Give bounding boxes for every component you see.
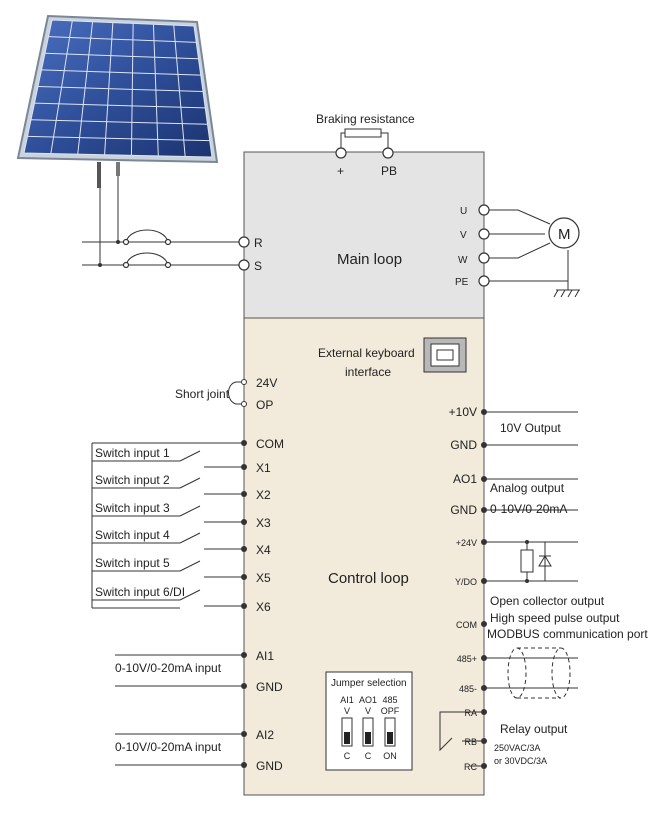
right-terminal-label: GND xyxy=(450,503,477,517)
analog-input-2-label: 0-10V/0-20mA input xyxy=(115,740,222,754)
jumper-title: Jumper selection xyxy=(331,678,407,689)
terminal-v xyxy=(478,228,490,240)
analog-input-1-label: 0-10V/0-20mA input xyxy=(115,661,222,675)
keyboard-label-line1: External keyboard xyxy=(318,346,415,360)
right-terminal-label: Y/DO xyxy=(455,577,477,587)
analog-output-label: Analog output xyxy=(490,481,565,495)
jumper-col-label: AI1 xyxy=(340,695,354,705)
left-terminal-label: OP xyxy=(256,398,273,412)
switch-input-label: Switch input 5 xyxy=(95,556,170,570)
left-terminal-label: GND xyxy=(256,759,283,773)
left-terminal-label: 24V xyxy=(256,376,277,390)
terminal-u xyxy=(478,204,490,216)
terminal-plus xyxy=(335,147,347,159)
terminal-r xyxy=(238,236,250,248)
braking-resistance-label: Braking resistance xyxy=(316,112,415,126)
terminal-r-label: R xyxy=(254,236,263,250)
modbus-label: MODBUS communication port xyxy=(487,627,648,641)
analog-output-range: 0-10V/0-20mA xyxy=(490,502,567,516)
open-collector-label: Open collector output xyxy=(490,594,605,608)
switch-input-label: Switch input 3 xyxy=(95,501,170,515)
left-terminal-dot xyxy=(241,652,247,658)
terminal-w xyxy=(478,252,490,264)
switch-input-label: Switch input 2 xyxy=(95,473,170,487)
left-terminal-dot xyxy=(241,464,247,470)
solar-panel-icon xyxy=(16,14,219,188)
left-terminal-label: X3 xyxy=(256,516,271,530)
right-terminal-label: +10V xyxy=(449,405,477,419)
left-terminal-dot xyxy=(241,519,247,525)
terminal-w-label: W xyxy=(458,255,468,266)
right-terminal-label: 485+ xyxy=(457,654,477,664)
left-terminal-label: GND xyxy=(256,680,283,694)
right-terminal-label: RA xyxy=(464,708,477,718)
left-terminal-dot xyxy=(241,574,247,580)
left-terminal-label: X4 xyxy=(256,543,271,557)
right-terminal-label: COM xyxy=(456,620,477,630)
ground-icon xyxy=(553,281,580,298)
keyboard-port-icon xyxy=(423,337,467,373)
relay-rating-1: 250VAC/3A xyxy=(494,743,540,753)
left-terminal-dot xyxy=(241,491,247,497)
main-loop-box xyxy=(243,151,485,319)
terminal-pe-label: PE xyxy=(455,277,469,288)
left-terminal-dot xyxy=(241,762,247,768)
jumper-col-label: 485 xyxy=(382,695,397,705)
right-terminal-label: 485- xyxy=(459,684,477,694)
left-terminal-dot xyxy=(241,731,247,737)
left-terminal-dot xyxy=(241,401,247,407)
jumper-bottom-label: C xyxy=(344,751,351,761)
terminal-pe xyxy=(478,275,490,287)
right-terminal-label: RB xyxy=(464,737,477,747)
terminal-s-label: S xyxy=(254,259,262,273)
short-joint-label: Short joint xyxy=(175,387,230,401)
motor-icon xyxy=(548,217,580,249)
switch-input-label: Switch input 4 xyxy=(95,528,170,542)
switch-input-label: Switch input 6/DI xyxy=(95,585,185,599)
left-terminal-label: X5 xyxy=(256,571,271,585)
left-terminal-label: X1 xyxy=(256,461,271,475)
relay-output-label: Relay output xyxy=(500,722,568,736)
ten-v-output-label: 10V Output xyxy=(500,421,561,435)
relay-rating-2: or 30VDC/3A xyxy=(494,756,547,766)
right-terminal-label: AO1 xyxy=(453,472,477,486)
jumper-col-label: AO1 xyxy=(359,695,377,705)
switch-input-label: Switch input 1 xyxy=(95,446,170,460)
terminal-pb xyxy=(382,147,394,159)
left-terminal-label: AI2 xyxy=(256,728,274,742)
left-terminal-label: X6 xyxy=(256,600,271,614)
right-terminal-label: RC xyxy=(464,762,477,772)
left-terminal-dot xyxy=(241,683,247,689)
left-terminal-label: X2 xyxy=(256,488,271,502)
braking-pb-label: PB xyxy=(381,164,397,178)
braking-plus-label: + xyxy=(337,164,344,178)
terminal-s xyxy=(238,259,250,271)
jumper-bottom-label: ON xyxy=(383,751,397,761)
terminal-v-label: V xyxy=(460,230,467,241)
left-terminal-dot xyxy=(241,603,247,609)
right-terminal-label: GND xyxy=(450,438,477,452)
jumper-bottom-label: C xyxy=(365,751,372,761)
braking-resistor xyxy=(344,128,382,138)
left-terminal-dot xyxy=(241,379,247,385)
control-loop-title: Control loop xyxy=(328,570,409,587)
left-terminal-label: AI1 xyxy=(256,649,274,663)
terminal-u-label: U xyxy=(460,206,467,217)
right-terminal-dot xyxy=(481,621,487,627)
motor-label: M xyxy=(558,226,571,243)
left-terminal-dot xyxy=(241,440,247,446)
keyboard-label-line2: interface xyxy=(345,365,391,379)
high-speed-label: High speed pulse output xyxy=(490,611,620,625)
jumper-top-label: V xyxy=(365,706,371,716)
jumper-top-label: V xyxy=(344,706,350,716)
jumper-top-label: OPF xyxy=(381,706,400,716)
left-terminal-dot xyxy=(241,546,247,552)
right-terminal-label: +24V xyxy=(456,538,477,548)
main-loop-title: Main loop xyxy=(337,251,402,268)
left-terminal-label: COM xyxy=(256,437,284,451)
